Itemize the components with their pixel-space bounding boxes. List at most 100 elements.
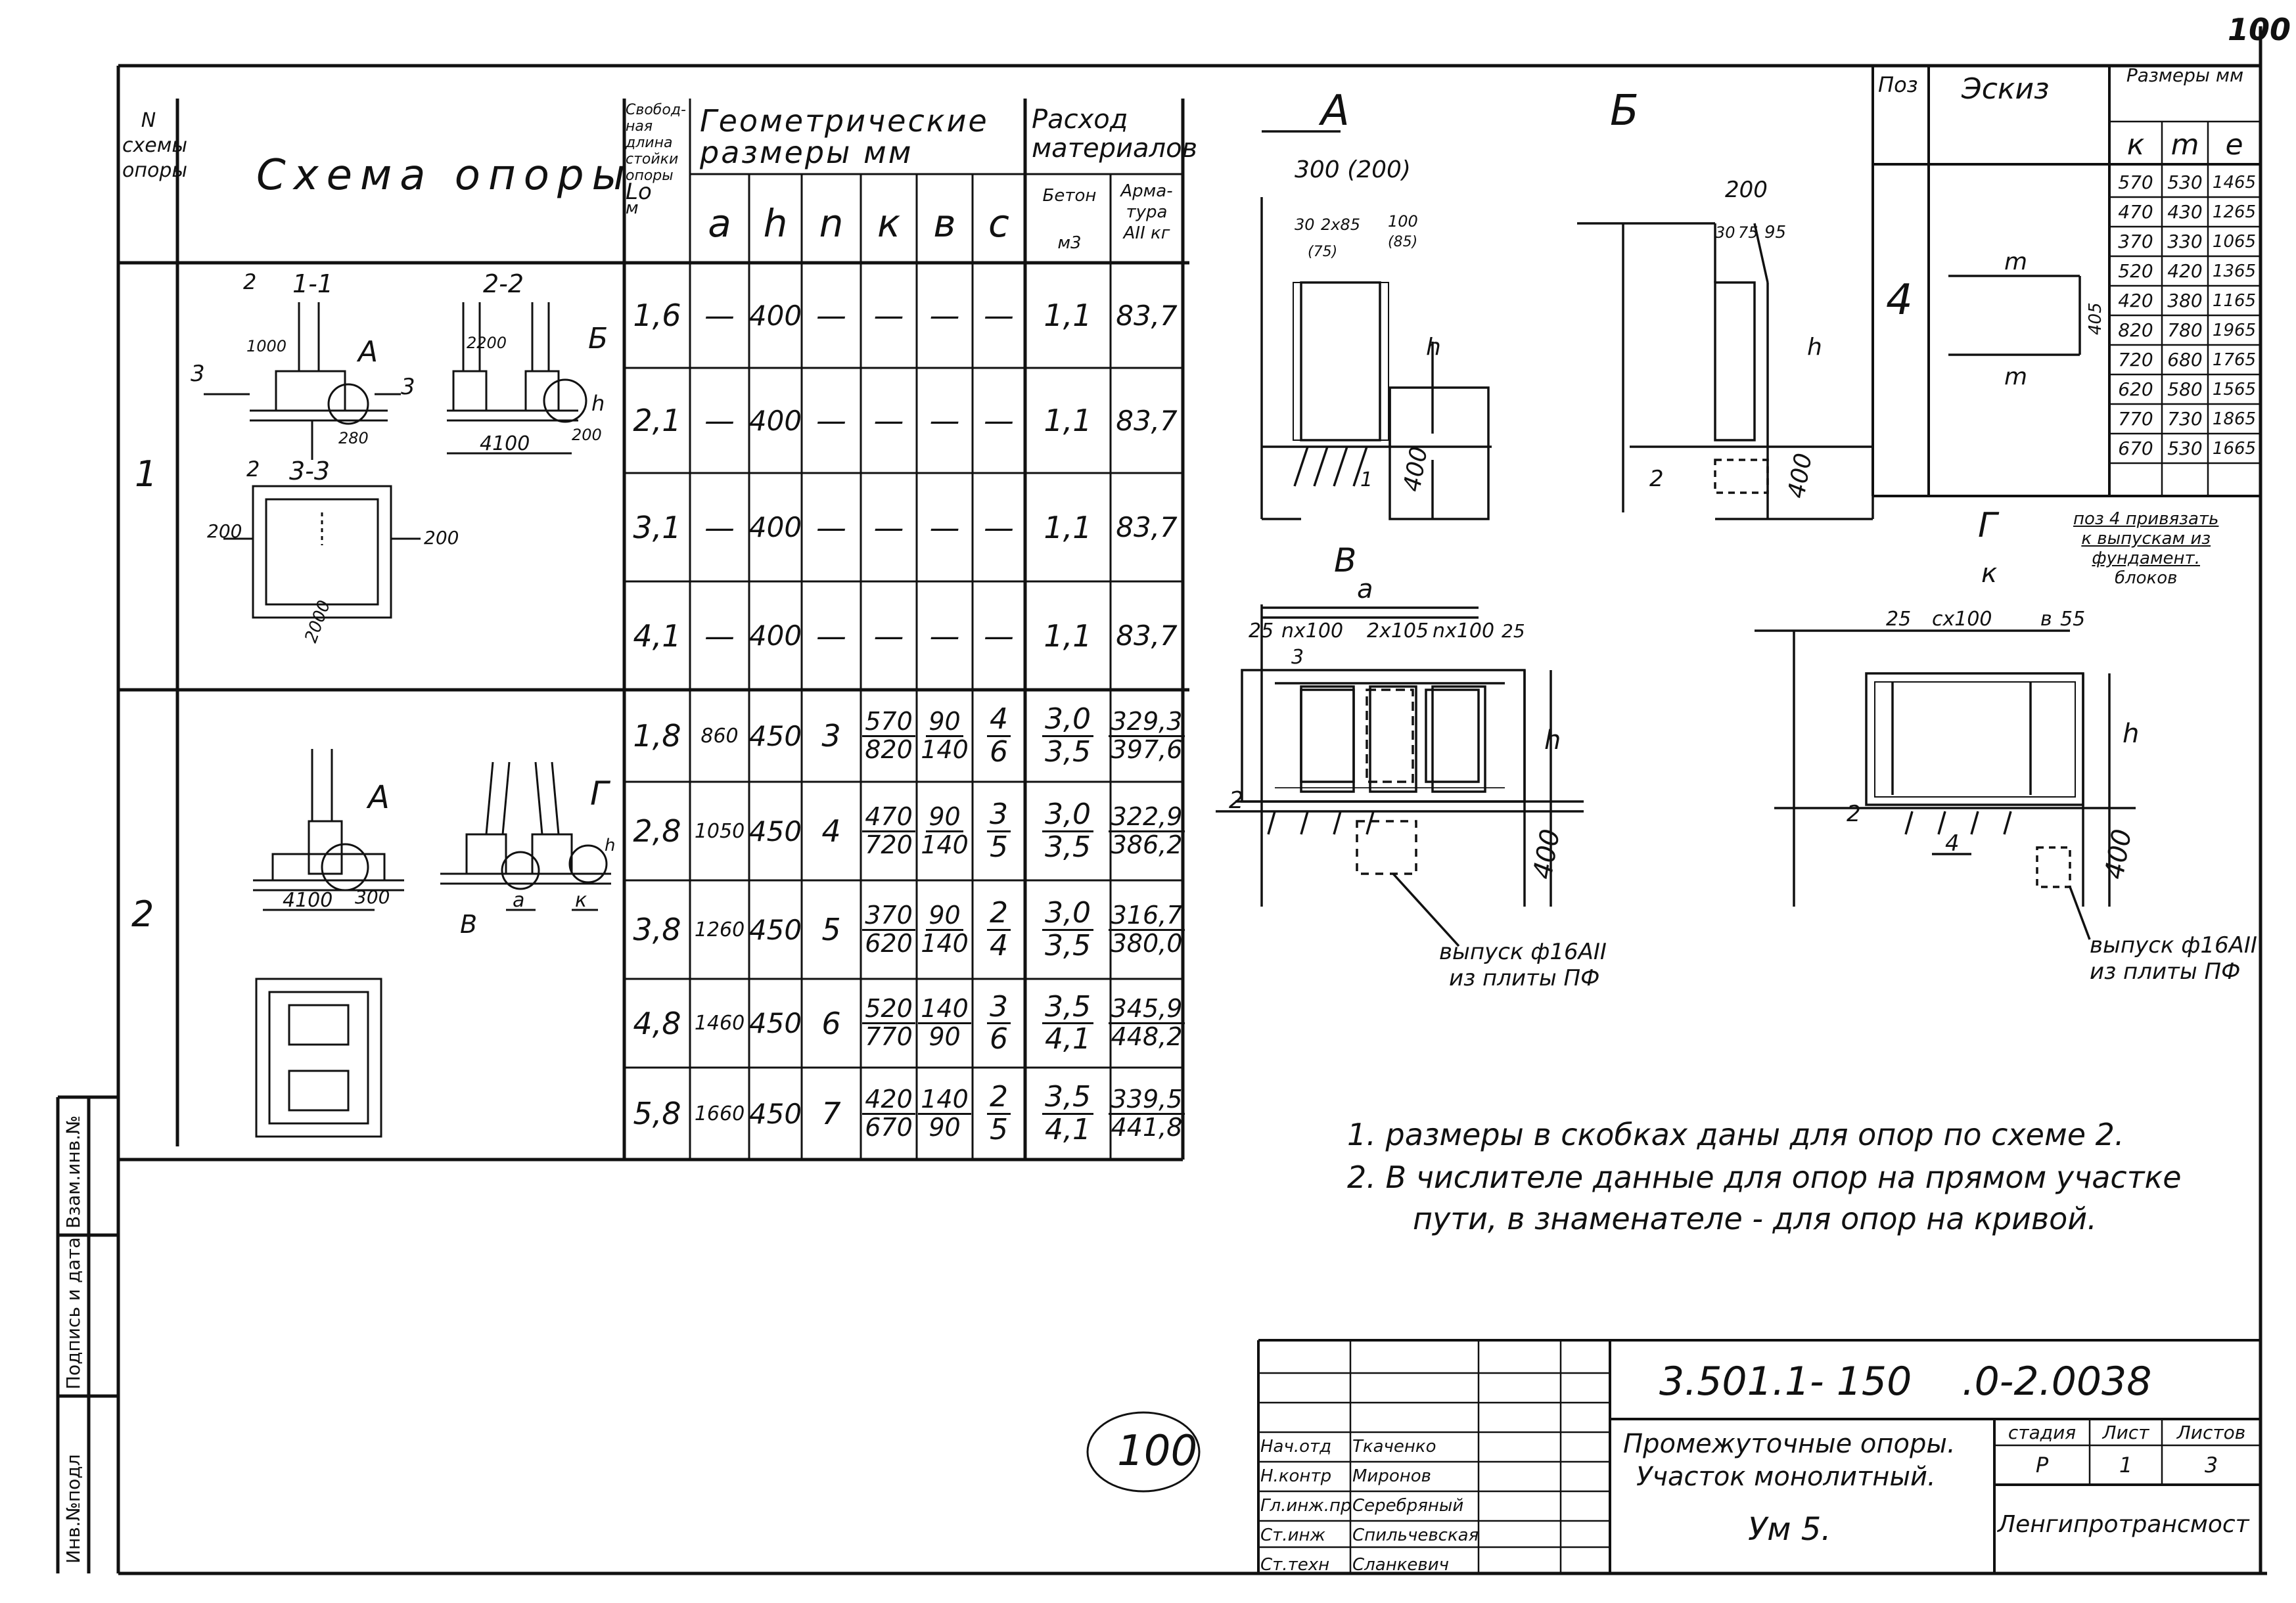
pos-cell-e: 1365 (2212, 261, 2257, 281)
k-denominator: 720 (865, 830, 913, 859)
concrete-numerator: 3,0 (1042, 704, 1093, 737)
role-label: Гл.инж.пр (1260, 1496, 1352, 1516)
concrete-denominator: 3,5 (1045, 928, 1091, 962)
header-free-length: Свобод- ная длина стойки опоры Lо м (626, 102, 686, 218)
cell-h: 400 (748, 299, 802, 332)
c-denominator: 6 (990, 734, 1008, 769)
list-value: 1 (2119, 1453, 2133, 1478)
pos-cell-m: 330 (2167, 231, 2203, 252)
rebar-denominator: 448,2 (1111, 1022, 1183, 1051)
title-line-1: Промежуточные опоры. (1623, 1429, 1956, 1459)
pos-cell-e: 1765 (2212, 350, 2257, 370)
cell-n: 7 (821, 1096, 841, 1131)
v-numerator: 90 (926, 708, 963, 737)
detail-V-400: 400 (1528, 827, 1567, 882)
lists-header: Листов (2176, 1421, 2246, 1443)
mark-3-left: 3 (191, 361, 205, 387)
cell-n: — (816, 509, 846, 545)
detail-A-d4: (75) (1308, 244, 1337, 260)
cell-v: — (929, 509, 960, 545)
pos-header-dims: Размеры мм (2126, 64, 2244, 86)
detail-G-note1: выпуск ф16АII (2090, 932, 2257, 959)
detail-V-d5: 25 (1502, 620, 1525, 642)
concrete-numerator: 3,5 (1042, 991, 1093, 1024)
person-name: Миронов (1352, 1466, 1431, 1486)
detail-B-d4: 95 (1764, 223, 1786, 242)
detail-V-h: h (1544, 725, 1561, 756)
pos-cell-m: 780 (2167, 319, 2203, 341)
scheme2-sketches: А Г В 4100 300 a к h (253, 749, 615, 1138)
cell-a: 1050 (694, 819, 745, 843)
mark-2-top: 2 (243, 269, 256, 294)
role-label: Нач.отд (1260, 1437, 1332, 1456)
detail-A-d1: 300 (200) (1295, 156, 1411, 183)
header-col-h: h (763, 201, 788, 246)
v-denominator: 90 (929, 1022, 961, 1051)
detail-G-d3: в (2040, 608, 2052, 631)
scheme-1-number: 1 (135, 453, 158, 495)
dim-200-right2: 200 (424, 527, 459, 549)
c-denominator: 5 (990, 1112, 1008, 1146)
concrete-numerator: 3,0 (1042, 898, 1093, 931)
cell-h: 400 (748, 404, 802, 437)
detail-G-d1: 25 (1886, 608, 1912, 631)
cell-length: 4,8 (633, 1005, 681, 1041)
header-col-c: с (988, 201, 1009, 246)
c-numerator: 2 (987, 1082, 1011, 1115)
header-col-k: к (877, 201, 901, 246)
title-line-2: Участок монолитный. (1636, 1462, 1936, 1492)
label-V: В (460, 910, 477, 939)
dim-4100: 4100 (283, 889, 333, 912)
mark-2-bottom: 2 (246, 457, 260, 482)
list-header: Лист (2102, 1421, 2149, 1443)
note-3: пути, в знаменателе - для опор на кривой… (1413, 1201, 2097, 1236)
cell-concrete: 1,1 (1044, 509, 1092, 545)
cell-c: — (984, 298, 1014, 333)
detail-G-h: h (2123, 719, 2139, 749)
dim-200-right: 200 (572, 426, 602, 444)
person-name: Спильчевская (1352, 1525, 1479, 1545)
detail-A-d3: 2x85 (1321, 215, 1360, 234)
rebar-numerator: 316,7 (1108, 902, 1185, 931)
rebar-numerator: 322,9 (1108, 803, 1185, 832)
c-numerator: 4 (987, 704, 1011, 737)
k-numerator: 570 (862, 708, 915, 737)
pos-cell-m: 430 (2167, 201, 2203, 223)
pos-header-e: е (2225, 127, 2243, 162)
rebar-numerator: 339,5 (1108, 1086, 1185, 1115)
concrete-denominator: 3,5 (1045, 830, 1091, 864)
cell-length: 5,8 (633, 1096, 681, 1131)
v-denominator: 90 (929, 1112, 961, 1142)
pos-cell-k: 470 (2118, 201, 2153, 223)
cell-rebar: 83,7 (1116, 299, 1178, 332)
detail-G-note2: из плиты ПФ (2090, 959, 2240, 985)
stage-header: стадия (2008, 1421, 2077, 1443)
header-col-n: n (819, 201, 844, 246)
detail-V-note1: выпуск ф16АII (1439, 939, 1607, 965)
stage-value: Р (2035, 1453, 2049, 1478)
detail-G-d4: 55 (2060, 608, 2086, 631)
v-numerator: 90 (926, 902, 963, 931)
dim-1000: 1000 (246, 337, 287, 355)
detail-G-title: Г (1978, 506, 1997, 545)
detail-drawings-lower: h 400 2 выпуск ф16АII из плиты ПФ h 400 … (1216, 604, 2257, 991)
dim-200-left: 200 (207, 520, 242, 542)
pos-header-pos: Поз (1878, 72, 1918, 97)
concrete-denominator: 4,1 (1045, 1112, 1091, 1146)
cell-h: 450 (748, 913, 802, 946)
section-1-1-label: 1-1 (292, 269, 333, 298)
cell-k: — (873, 509, 904, 545)
label-A: А (366, 779, 390, 816)
c-denominator: 5 (990, 830, 1008, 864)
detail-A-d5: 100 (1388, 212, 1418, 231)
cell-a: — (704, 403, 735, 438)
